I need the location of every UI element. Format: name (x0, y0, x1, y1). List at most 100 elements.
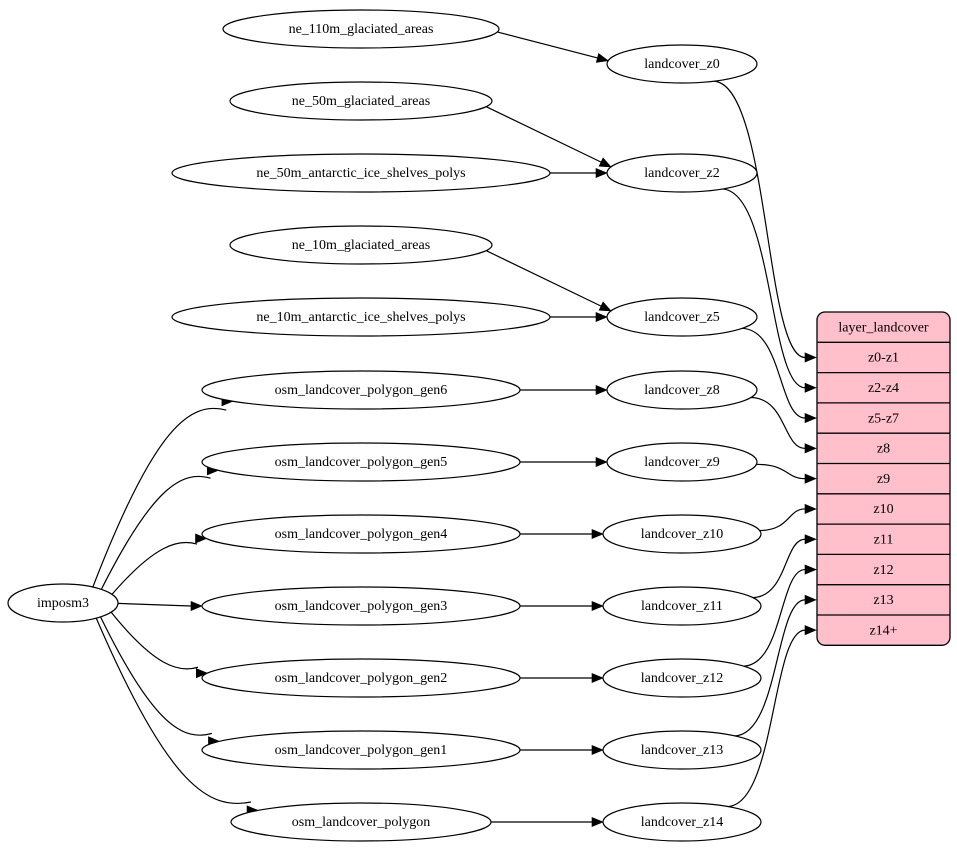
node-ne_10m_glaciated_areas[interactable]: ne_10m_glaciated_areas (229, 225, 493, 265)
edge-line (750, 396, 806, 449)
node-osm_landcover_polygon_gen3[interactable]: osm_landcover_polygon_gen3 (201, 586, 521, 626)
edge-landcover_z9-to-z9 (755, 463, 817, 484)
record-node-layer_landcover[interactable]: layer_landcover z0-z1 z2-z4 z5-z7 z8 z9 z10 z11… (816, 311, 951, 646)
record-row-z8[interactable]: z8 (877, 442, 890, 457)
node-landcover_z2[interactable]: landcover_z2 (606, 153, 758, 193)
edge-line (712, 80, 806, 359)
edge-arrowhead (804, 564, 817, 575)
edge-arrowhead (804, 534, 817, 545)
node-landcover_z0[interactable]: landcover_z0 (606, 44, 758, 84)
node-landcover_z8[interactable]: landcover_z8 (606, 370, 758, 410)
edge-arrowhead (591, 816, 604, 828)
node-landcover_z12[interactable]: landcover_z12 (602, 658, 762, 698)
edge-line (92, 407, 227, 588)
node-label: osm_landcover_polygon_gen5 (275, 455, 448, 470)
node-shape (201, 514, 521, 554)
record-row-z5-z7[interactable]: z5-z7 (868, 411, 899, 426)
edge-line (117, 602, 192, 607)
edge-landcover_z10-to-z10 (758, 503, 817, 532)
edge-arrowhead (595, 167, 608, 179)
node-label: landcover_z14 (641, 815, 723, 830)
edge-line (755, 463, 806, 480)
edge-imposm3-to-osm_landcover_polygon_gen4 (111, 533, 208, 596)
node-landcover_z10[interactable]: landcover_z10 (602, 514, 762, 554)
node-landcover_z14[interactable]: landcover_z14 (602, 802, 762, 842)
node-osm_landcover_polygon[interactable]: osm_landcover_polygon (230, 802, 492, 842)
edge-line (99, 616, 213, 736)
edge-landcover_z14-to-z14+ (726, 625, 817, 808)
node-imposm3[interactable]: imposm3 (7, 583, 119, 623)
edge-osm_landcover_polygon_gen6-to-landcover_z8 (518, 384, 608, 396)
edge-imposm3-to-osm_landcover_polygon_gen1 (99, 616, 221, 747)
edge-ne_50m_antarctic_ice_shelves_polys-to-landcover_z2 (548, 167, 608, 179)
node-landcover_z9[interactable]: landcover_z9 (606, 442, 758, 482)
record-row-z13[interactable]: z13 (873, 593, 893, 608)
edge-osm_landcover_polygon-to-landcover_z14 (489, 816, 604, 828)
edge-imposm3-to-osm_landcover_polygon_gen6 (92, 396, 234, 588)
node-label: ne_50m_glaciated_areas (292, 94, 430, 109)
node-label: landcover_z5 (644, 310, 719, 325)
node-ne_50m_glaciated_areas[interactable]: ne_50m_glaciated_areas (229, 81, 493, 121)
record-row-z11[interactable]: z11 (874, 532, 894, 547)
edge-arrowhead (804, 473, 817, 484)
edge-osm_landcover_polygon_gen3-to-landcover_z11 (518, 600, 604, 612)
edge-arrowhead (804, 352, 817, 363)
node-ne_10m_antarctic_ice_shelves_polys[interactable]: ne_10m_antarctic_ice_shelves_polys (171, 297, 551, 337)
edge-line (485, 249, 602, 307)
record-row-z9[interactable]: z9 (877, 472, 890, 487)
edge-landcover_z8-to-z8 (750, 396, 817, 454)
record-row-z12[interactable]: z12 (873, 563, 893, 578)
node-label: osm_landcover_polygon_gen6 (275, 383, 448, 398)
node-label: imposm3 (37, 596, 89, 611)
node-label: landcover_z9 (644, 455, 719, 470)
edge-line (496, 31, 598, 59)
record-row-z0-z1[interactable]: z0-z1 (868, 351, 899, 366)
node-label: osm_landcover_polygon_gen3 (275, 599, 448, 614)
edge-arrowhead (598, 301, 612, 312)
record-row-z14+[interactable]: z14+ (869, 623, 897, 638)
edge-ne_50m_glaciated_areas-to-landcover_z2 (485, 105, 612, 168)
node-label: landcover_z12 (641, 671, 723, 686)
edge-landcover_z0-to-z0-z1 (712, 80, 817, 363)
node-ne_110m_glaciated_areas[interactable]: ne_110m_glaciated_areas (222, 9, 500, 49)
edge-arrowhead (595, 456, 608, 468)
node-landcover_z13[interactable]: landcover_z13 (602, 730, 762, 770)
node-osm_landcover_polygon_gen2[interactable]: osm_landcover_polygon_gen2 (201, 658, 521, 698)
edge-landcover_z13-to-z13 (734, 594, 817, 737)
node-shape (222, 9, 500, 49)
edge-arrowhead (591, 672, 604, 684)
node-landcover_z5[interactable]: landcover_z5 (606, 297, 758, 337)
record-header-label: layer_landcover (838, 320, 929, 335)
node-landcover_z11[interactable]: landcover_z11 (602, 586, 762, 626)
edge-line (741, 327, 806, 419)
record-node-layer: layer_landcover z0-z1 z2-z4 z5-z7 z8 z9 z10 z11… (816, 311, 951, 646)
edge-line (726, 629, 806, 808)
node-osm_landcover_polygon_gen5[interactable]: osm_landcover_polygon_gen5 (201, 442, 521, 482)
edge-line (742, 568, 806, 667)
record-row-z2-z4[interactable]: z2-z4 (868, 381, 899, 396)
edge-ne_110m_glaciated_areas-to-landcover_z0 (496, 31, 609, 63)
edge-line (485, 105, 602, 163)
node-label: landcover_z11 (641, 599, 723, 614)
node-osm_landcover_polygon_gen1[interactable]: osm_landcover_polygon_gen1 (201, 730, 521, 770)
node-osm_landcover_polygon_gen4[interactable]: osm_landcover_polygon_gen4 (201, 514, 521, 554)
edge-arrowhead (591, 744, 604, 756)
record-row-z10[interactable]: z10 (873, 502, 893, 517)
node-shape (201, 730, 521, 770)
node-osm_landcover_polygon_gen6[interactable]: osm_landcover_polygon_gen6 (201, 370, 521, 410)
node-shape (602, 730, 762, 770)
node-label: osm_landcover_polygon (292, 815, 430, 830)
edge-landcover_z5-to-z5-z7 (741, 327, 817, 424)
node-shape (229, 81, 493, 121)
edge-arrowhead (804, 382, 817, 393)
node-shape (201, 442, 521, 482)
edge-osm_landcover_polygon_gen2-to-landcover_z12 (518, 672, 604, 684)
edge-arrowhead (804, 594, 817, 605)
node-shape (606, 44, 758, 84)
node-ne_50m_antarctic_ice_shelves_polys[interactable]: ne_50m_antarctic_ice_shelves_polys (171, 153, 551, 193)
edge-line (758, 508, 806, 532)
node-shape (171, 153, 551, 193)
node-label: ne_10m_glaciated_areas (292, 238, 430, 253)
edge-arrowhead (591, 600, 604, 612)
